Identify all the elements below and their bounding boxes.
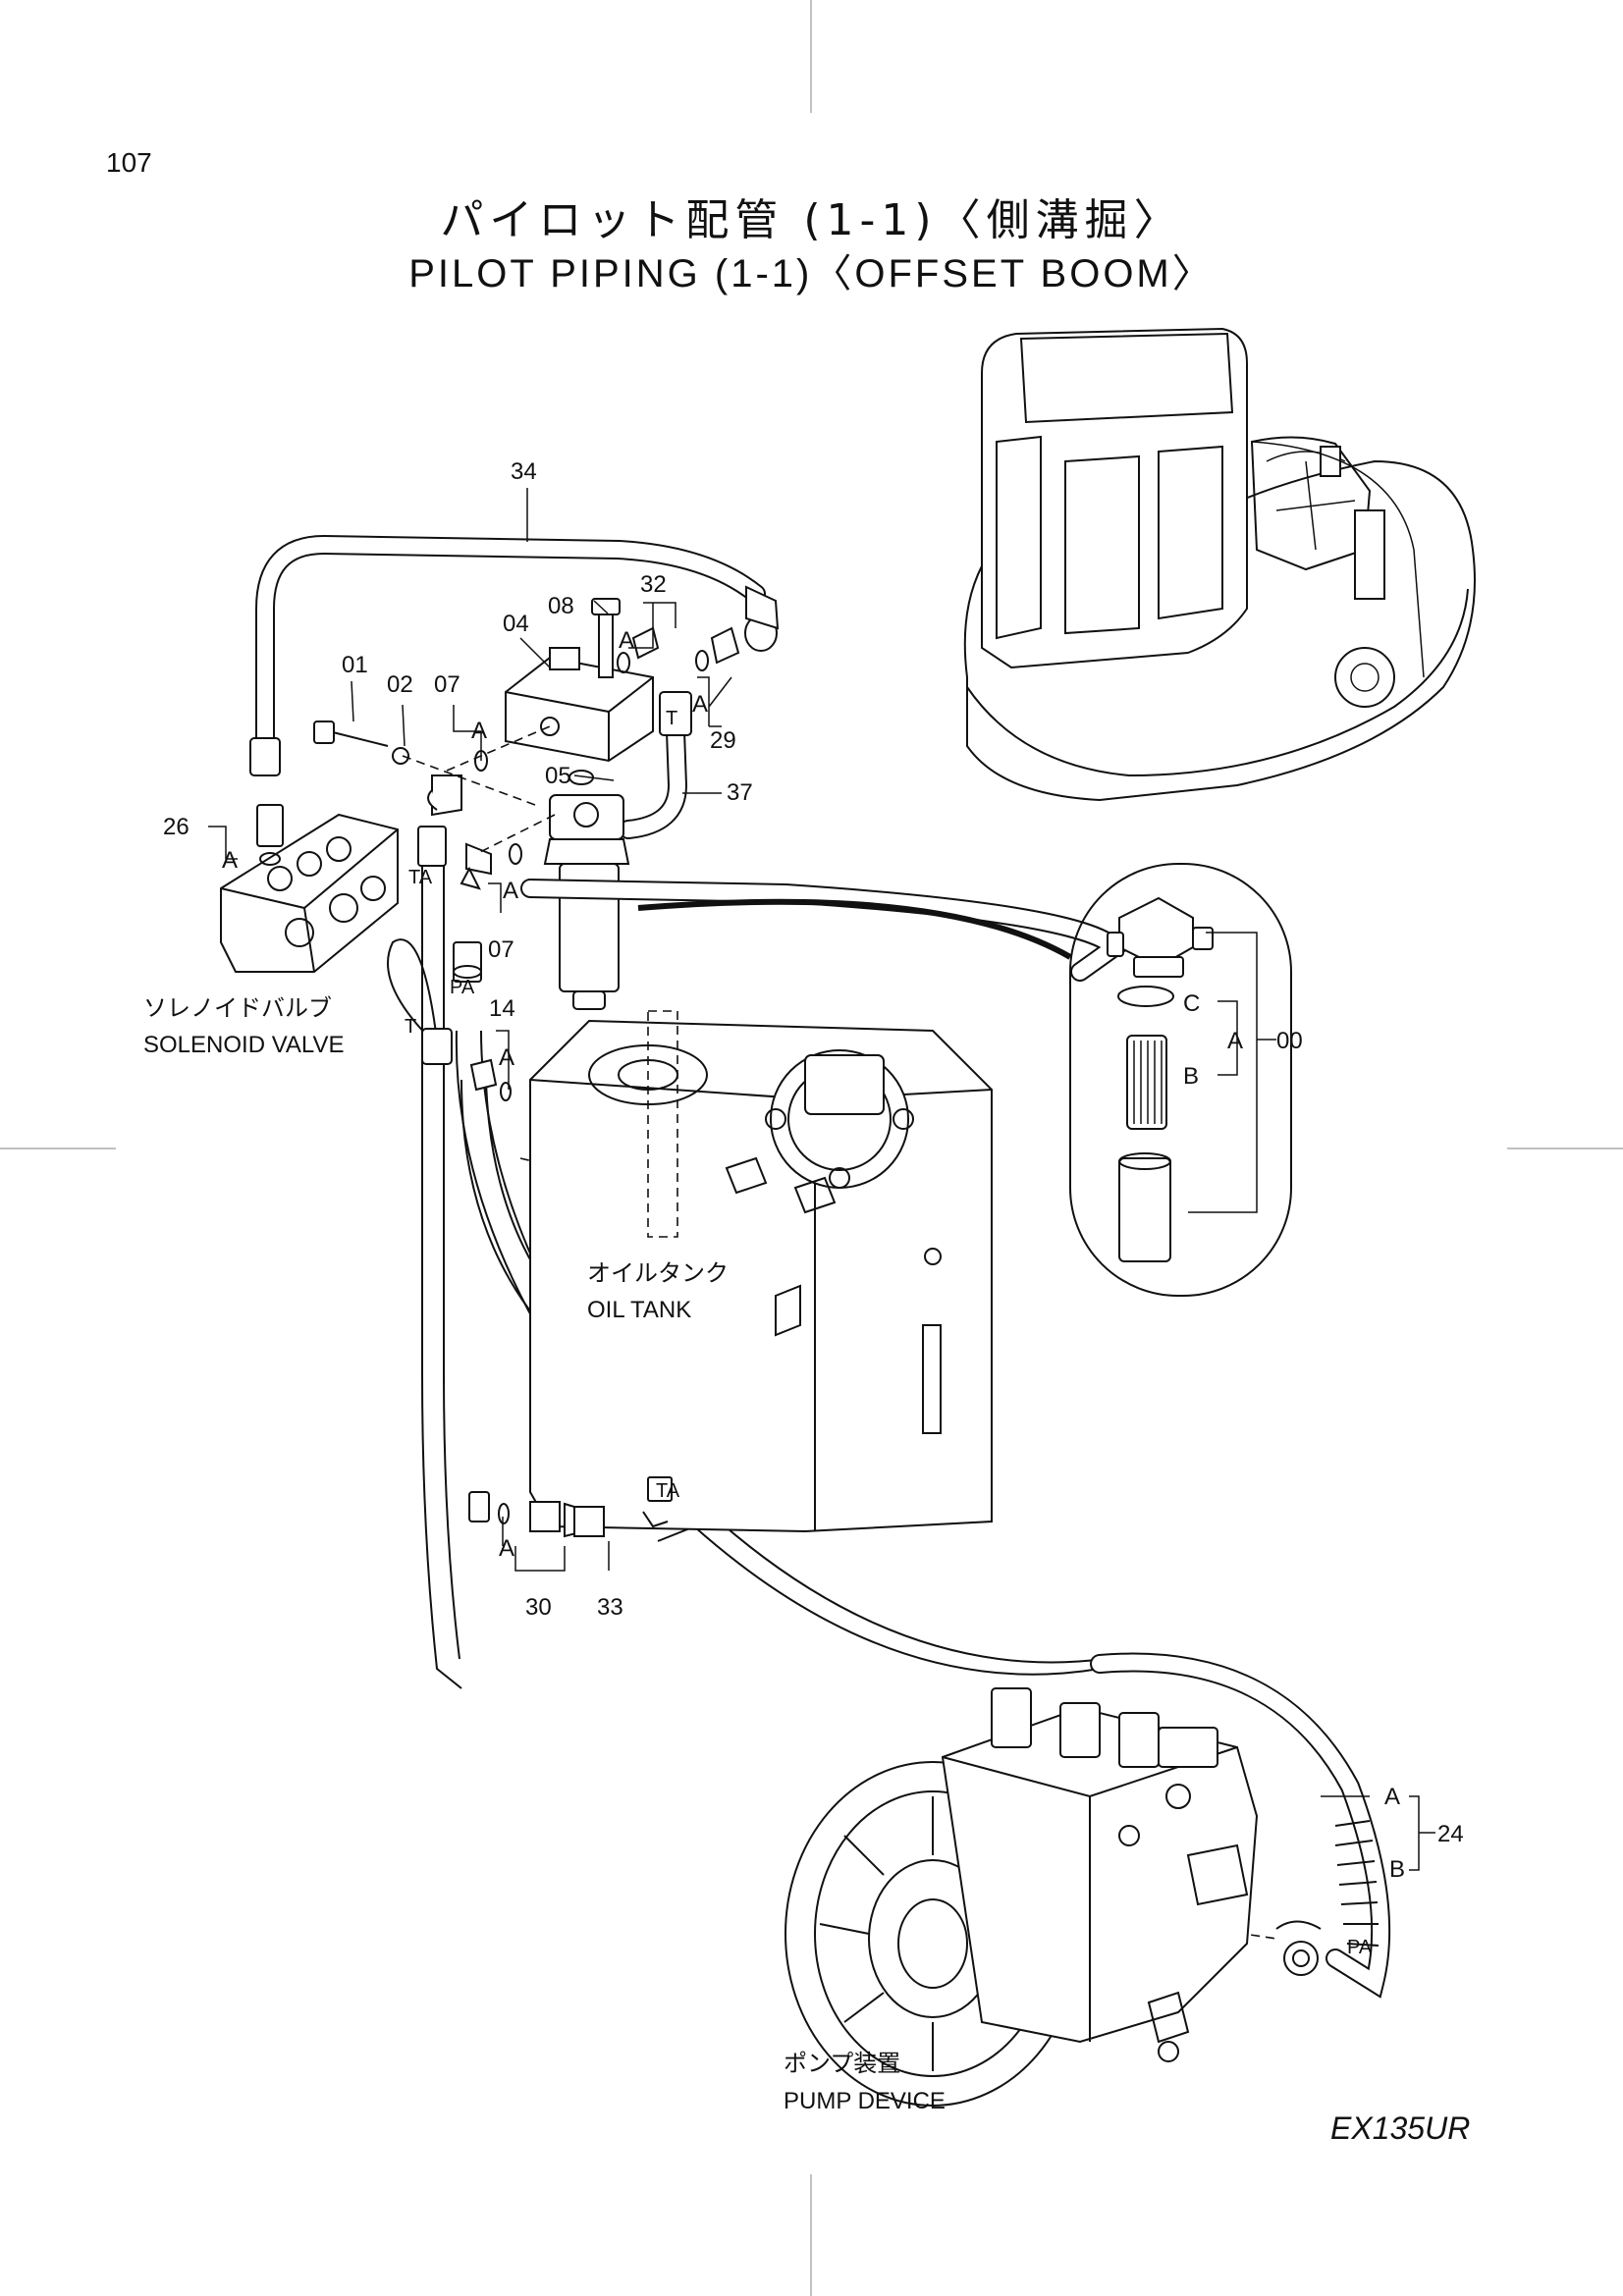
callout-00: 00: [1276, 1028, 1303, 1054]
callout-34: 34: [511, 458, 537, 485]
callout-02: 02: [387, 671, 413, 698]
pump-device-label-en: PUMP DEVICE: [784, 2088, 946, 2114]
callout-05: 05: [545, 763, 571, 789]
group-letter-a-07-lower: A: [503, 878, 518, 904]
page-title-japanese: パイロット配管 (1-1)〈側溝掘〉: [440, 195, 1183, 245]
group-letter-a-26: A: [222, 847, 238, 874]
filter-fittings: [313, 626, 740, 890]
model-code: EX135UR: [1330, 2110, 1471, 2146]
filter-exploded-view: [637, 863, 1292, 1297]
callout-01: 01: [342, 652, 368, 678]
port-letter-ta-lower: TA: [656, 1480, 680, 1502]
solenoid-valve-label-en: SOLENOID VALVE: [143, 1032, 345, 1058]
port-letters: A A A A A A A A A B B C T T TA TA PA PA: [222, 627, 1405, 1958]
group-letter-a-24: A: [1384, 1784, 1400, 1810]
group-letter-c-00: C: [1183, 990, 1200, 1017]
group-letter-a-32: A: [619, 627, 634, 654]
callout-numbers: 34 08 32 04 01 02 07 29 05 37 26 07 14 0…: [163, 458, 1464, 1847]
page-number: 107: [106, 147, 152, 178]
hose-34: [249, 534, 780, 776]
group-letter-a-14: A: [499, 1044, 514, 1071]
port-letter-pa-pump: PA: [1347, 1937, 1373, 1958]
pump-device-illustration: [784, 1687, 1259, 2107]
solenoid-valve-illustration: [220, 804, 399, 973]
oil-tank-label-en: OIL TANK: [587, 1297, 691, 1323]
callout-leaders: [208, 488, 1435, 1871]
callout-30: 30: [525, 1594, 552, 1621]
callout-29: 29: [710, 727, 736, 754]
hose-24: [1090, 1652, 1391, 1999]
component-labels: ソレノイドバルブ SOLENOID VALVE オイルタンク OIL TANK …: [143, 994, 946, 2114]
callout-33: 33: [597, 1594, 623, 1621]
group-letter-b-00: B: [1183, 1063, 1199, 1090]
port-letter-t-solenoid: T: [405, 1016, 416, 1038]
hose-37: [619, 691, 692, 839]
group-letter-a-29: A: [692, 691, 708, 718]
callout-14: 14: [489, 995, 515, 1022]
solenoid-valve-label-jp: ソレノイドバルブ: [143, 994, 332, 1022]
excavator-overview-illustration: [963, 327, 1476, 802]
pilot-lines-vertical: [417, 826, 482, 1689]
callout-24: 24: [1437, 1821, 1464, 1847]
group-letter-a-30: A: [499, 1535, 514, 1562]
port-letter-ta-upper: TA: [408, 867, 433, 888]
page-title-english: PILOT PIPING (1-1)〈OFFSET BOOM〉: [408, 252, 1215, 295]
callout-07-lower: 07: [488, 936, 514, 963]
group-letter-a-00: A: [1227, 1028, 1243, 1054]
callout-26: 26: [163, 814, 189, 840]
oil-tank-label-jp: オイルタンク: [587, 1259, 729, 1287]
callout-07-upper: 07: [434, 671, 460, 698]
port-letter-t-hose-37: T: [666, 708, 677, 729]
port-letter-pa-upper: PA: [450, 977, 475, 998]
callout-32: 32: [640, 571, 667, 598]
pump-device-label-jp: ポンプ装置: [784, 2050, 900, 2077]
group-letter-b-24: B: [1389, 1856, 1405, 1883]
callout-08: 08: [548, 593, 574, 619]
callout-37: 37: [727, 779, 753, 806]
group-letter-a-07-upper: A: [471, 718, 487, 744]
pilot-filter-assembly: [505, 598, 654, 1010]
bottom-fittings: [468, 1476, 673, 1538]
callout-04: 04: [503, 611, 529, 637]
